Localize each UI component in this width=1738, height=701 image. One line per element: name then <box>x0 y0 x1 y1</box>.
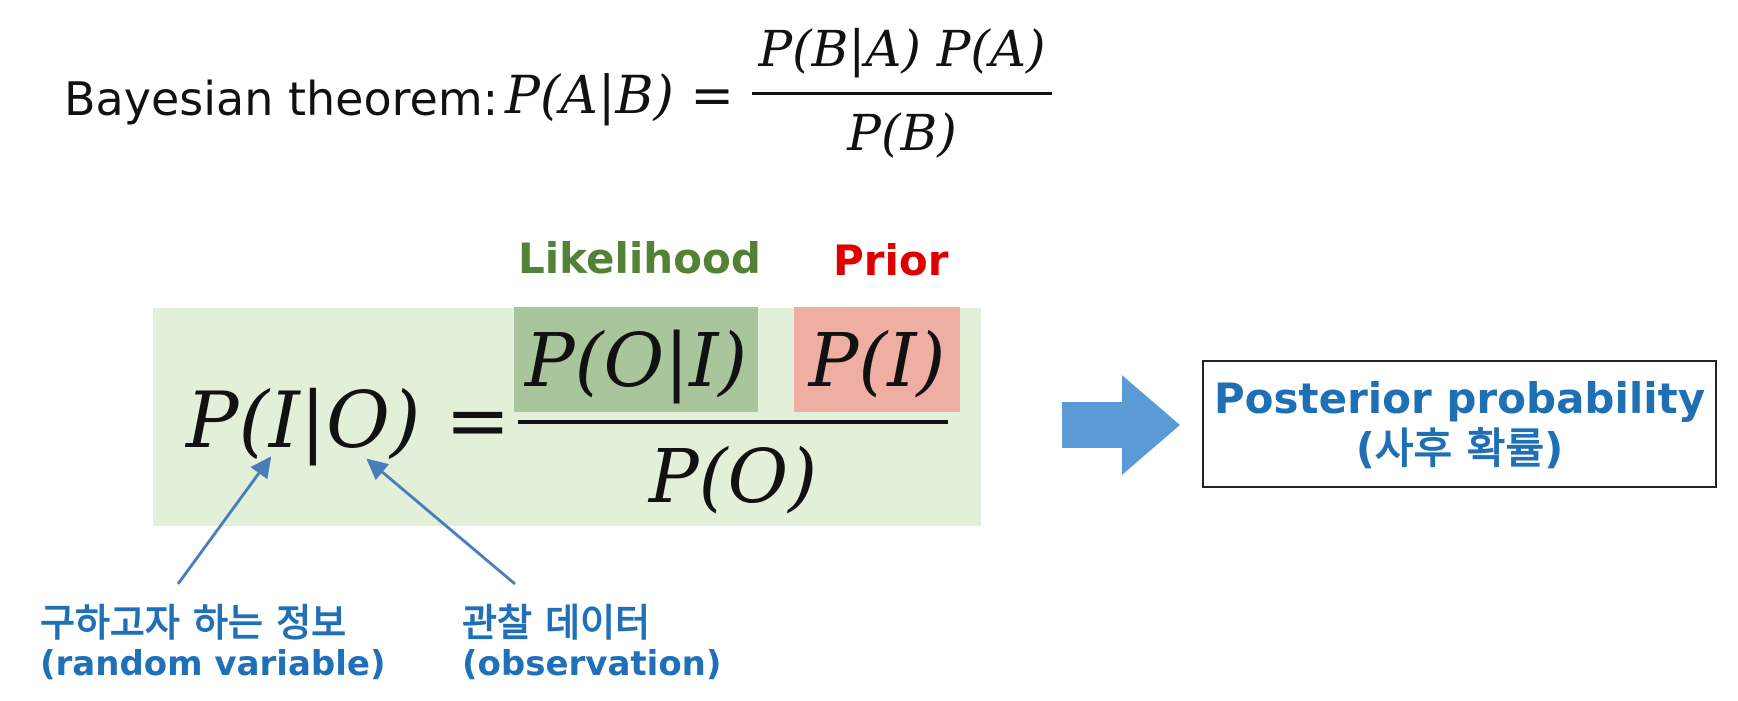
evidence-denominator: P(O) <box>648 434 818 520</box>
prior-label: Prior <box>833 236 949 285</box>
posterior-title: Posterior probability <box>1213 374 1706 423</box>
bayes-fraction-bar <box>752 92 1052 95</box>
random-variable-arrow <box>176 456 272 585</box>
bayes-lhs-expression: P(A|B) = <box>505 66 734 126</box>
random-variable-note: 구하고자 하는 정보 <box>40 601 347 645</box>
prior-highlight <box>794 307 960 412</box>
posterior-probability-box: Posterior probability (사후 확률) <box>1202 360 1717 488</box>
observation-note: 관찰 데이터 <box>462 601 651 645</box>
formula-fraction-bar <box>518 420 948 424</box>
posterior-subtitle: (사후 확률) <box>1355 424 1564 473</box>
likelihood-highlight <box>514 307 758 412</box>
bayes-denominator: P(B) <box>847 104 957 162</box>
bayes-theorem-label: Bayesian theorem: <box>64 72 499 126</box>
posterior-lhs-expression: P(I|O) = <box>186 376 511 466</box>
prior-term: P(I) <box>808 318 946 404</box>
observation-arrow <box>366 458 516 586</box>
bayes-numerator: P(B|A) P(A) <box>758 20 1046 78</box>
observation-caption: (observation) <box>462 644 722 684</box>
likelihood-label: Likelihood <box>518 234 761 283</box>
right-arrow-icon <box>1062 375 1180 475</box>
random-variable-caption: (random variable) <box>40 644 386 684</box>
likelihood-term: P(O|I) <box>524 318 748 404</box>
